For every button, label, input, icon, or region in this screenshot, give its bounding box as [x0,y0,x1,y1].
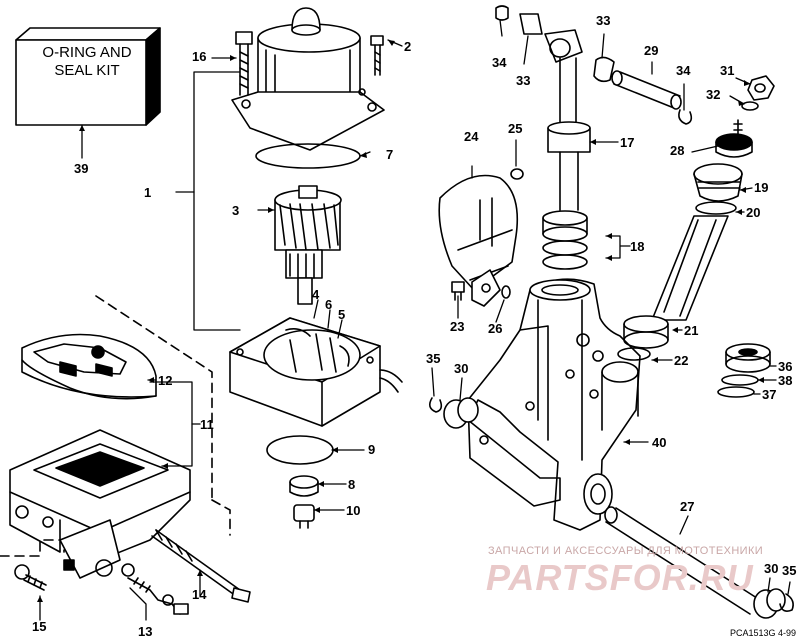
callout-34-left: 34 [492,55,507,70]
drawing-reference: PCA1513G 4-99 [730,628,797,638]
callout-33-left: 33 [516,73,531,88]
manifold-body [467,278,641,531]
callout-38: 38 [778,373,793,388]
callout-40: 40 [652,435,667,450]
callout-18: 18 [630,239,645,254]
callout-17: 17 [620,135,635,150]
washer-32 [741,101,759,111]
piston-36 [725,343,771,373]
nut-31 [747,75,775,101]
washer-26 [501,285,511,299]
cap-28 [715,119,753,158]
seal-kit-line1: O-RING AND [42,44,132,61]
callout-35-left: 35 [426,351,441,366]
callout-2: 2 [404,39,412,54]
callout-30-left: 30 [454,361,469,376]
seal-kit-label: O-RING AND SEAL KIT [23,44,151,80]
callout-39: 39 [74,161,89,176]
callout-30-right: 30 [764,561,779,576]
o-ring-38 [721,374,759,386]
piston-rod [495,5,591,211]
callout-13: 13 [138,624,153,639]
watermark-tagline: ЗАПЧАСТИ И АКСЕССУАРЫ ДЛЯ МОТОТЕХНИКИ [488,545,764,557]
valve-10 [293,504,315,529]
o-ring-9 [266,435,334,465]
seal-kit-line2: SEAL KIT [54,62,120,79]
filter-8 [289,475,319,497]
plug-25 [510,168,524,180]
callout-16: 16 [192,49,207,64]
callout-8: 8 [348,477,356,492]
screw-2 [370,35,384,76]
callout-23: 23 [450,319,465,334]
callout-26: 26 [488,321,503,336]
callout-32: 32 [706,87,721,102]
end-cap [229,317,403,427]
callout-5: 5 [338,307,346,322]
clip-35-right [779,593,794,612]
callout-37: 37 [762,387,777,402]
callout-3: 3 [232,203,240,218]
callout-36: 36 [778,359,793,374]
callout-22: 22 [674,353,689,368]
o-ring-20 [695,201,737,215]
callout-34-right: 34 [676,63,691,78]
o-ring-22 [617,347,651,361]
callout-29: 29 [644,43,659,58]
shaft-27 [604,506,761,615]
cylinder-cap-19 [693,163,743,202]
callout-21: 21 [684,323,699,338]
callout-7: 7 [386,147,394,162]
callout-33-top: 33 [596,13,611,28]
callout-9: 9 [368,442,376,457]
bolt-14 [151,529,251,603]
bushing-30-left [443,397,479,429]
screw-15 [14,564,47,591]
piston-rings [542,210,588,270]
o-ring-37 [717,386,755,398]
callout-4: 4 [312,287,320,302]
watermark-brand: PARTSFOR.RU [486,557,754,598]
leader-arrows [37,40,764,602]
callout-12: 12 [158,373,173,388]
callout-31: 31 [720,63,735,78]
callout-15: 15 [32,619,47,634]
callout-11: 11 [200,417,214,432]
callout-10: 10 [346,503,361,518]
seal-kit-box [15,27,161,126]
callout-24: 24 [464,129,479,144]
screw-16 [235,31,253,96]
memory-piston [623,215,729,349]
callout-28: 28 [670,143,685,158]
callout-27: 27 [680,499,695,514]
callout-25: 25 [508,121,523,136]
callout-19: 19 [754,180,769,195]
armature [274,185,342,305]
callout-20: 20 [746,205,761,220]
reservoir-24 [438,174,519,307]
callout-1: 1 [144,185,152,200]
screw-23 [451,281,465,301]
clip-35-left [428,397,443,413]
callout-6: 6 [325,297,333,312]
pump-cover [21,333,157,400]
callout-35-right: 35 [782,563,797,578]
pump-body [9,429,191,579]
callout-14: 14 [192,587,207,602]
valve-13 [127,577,189,615]
pin-29 [593,56,693,125]
motor-housing [231,7,385,151]
